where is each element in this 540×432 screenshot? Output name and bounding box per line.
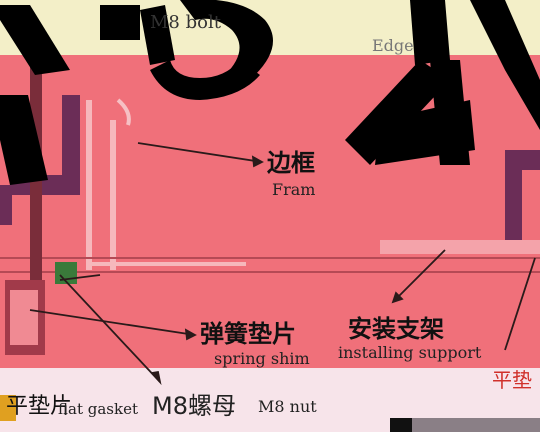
nut-face <box>10 290 38 345</box>
install-support-label-en: installing support <box>338 343 482 362</box>
flat-gasket-right-label: 平垫 <box>492 368 532 392</box>
top-bolt-label: M8 bolt <box>150 12 221 33</box>
install-support-label-zh: 安装支架 <box>348 315 444 343</box>
support-rail <box>380 240 540 254</box>
arrow-head-icon <box>391 291 404 304</box>
arrow-head-icon <box>251 155 264 168</box>
flat-gasket-label-en: flat gasket <box>58 400 138 418</box>
arrow-head-icon <box>150 370 162 386</box>
frame-label-en: Fram <box>272 180 316 199</box>
left-frame-edge <box>0 185 12 225</box>
frame-rail-left <box>86 100 92 270</box>
arrow-head-icon <box>184 328 197 341</box>
arrow-icon <box>59 274 161 383</box>
bottom-bar-dark <box>390 418 412 432</box>
left-frame-profile <box>10 95 80 195</box>
arrow-icon <box>392 249 446 303</box>
frame-rail-right <box>110 120 116 270</box>
frame-label-zh: 边框 <box>267 149 315 177</box>
arrow-icon <box>29 309 196 336</box>
spring-shim-label-en: spring shim <box>214 349 310 368</box>
arrow-icon <box>59 274 101 281</box>
right-frame-profile <box>505 150 540 240</box>
bottom-bar <box>390 418 540 432</box>
frame-hook <box>116 98 131 126</box>
occlusion-shapes <box>0 0 540 185</box>
nut-label-zh: M8螺母 <box>152 392 236 420</box>
arrow-icon <box>504 257 536 351</box>
spring-shim-label-zh: 弹簧垫片 <box>200 320 296 348</box>
nut-label-en: M8 nut <box>258 397 317 416</box>
top-edge-label: Edge <box>372 36 414 55</box>
arrow-icon <box>137 142 263 163</box>
frame-foot <box>86 262 246 266</box>
flat-gasket-label-zh: 平垫片 <box>6 394 73 419</box>
flat-gasket-mark <box>0 395 16 421</box>
